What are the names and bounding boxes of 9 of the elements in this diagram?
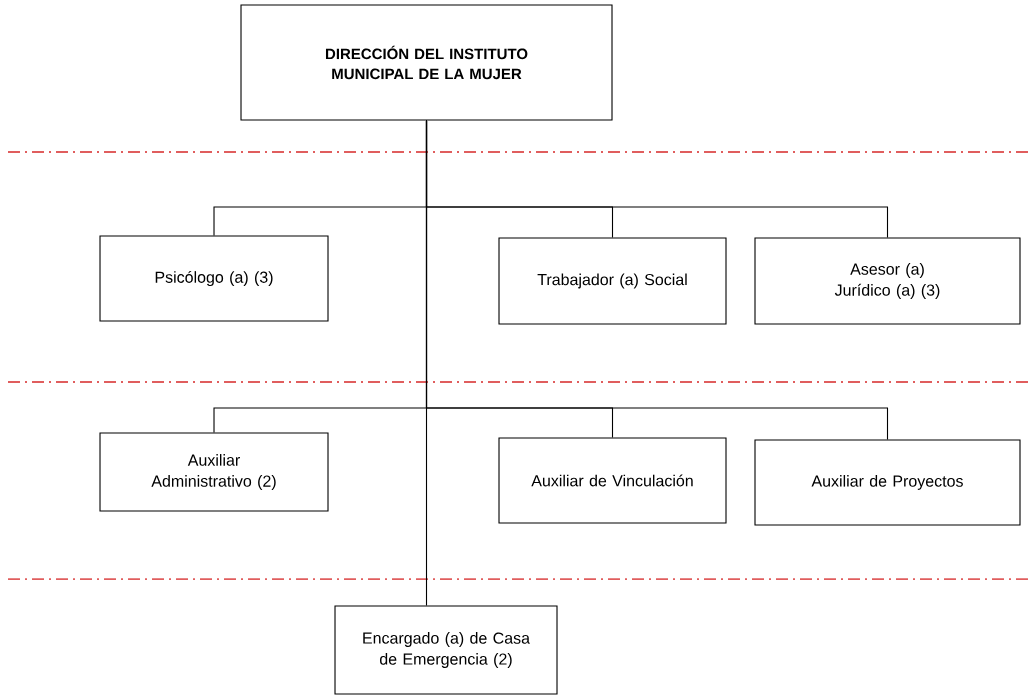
position-box: DIRECCIÓN DEL INSTITUTO MUNICIPAL DE LA MUJER bbox=[240, 4, 613, 121]
connector-line bbox=[425, 120, 428, 606]
position-box: Auxiliar Administrativo (2) bbox=[99, 432, 329, 512]
position-box: Psicólogo (a) (3) bbox=[99, 235, 329, 322]
position-box: Asesor (a) Jurídico (a) (3) bbox=[754, 237, 1021, 325]
position-box: Auxiliar de Proyectos bbox=[754, 439, 1021, 526]
position-box: Trabajador (a) Social bbox=[498, 237, 727, 325]
position-box: Encargado (a) de Casa de Emergencia (2) bbox=[334, 605, 558, 695]
position-box: Auxiliar de Vinculación bbox=[498, 437, 727, 524]
